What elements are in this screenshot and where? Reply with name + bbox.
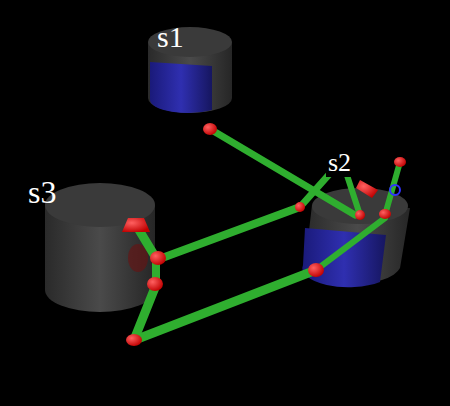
label-anchor: s1 bbox=[155, 22, 186, 52]
cylinder-s3 bbox=[45, 183, 155, 312]
linkage-rods bbox=[134, 129, 400, 340]
part-label: s2 bbox=[326, 148, 353, 177]
label-anchor: s3 bbox=[26, 176, 58, 208]
joints bbox=[122, 123, 406, 346]
part-label: s3 bbox=[26, 174, 58, 210]
label-anchor: s2 bbox=[326, 150, 353, 176]
part-label: s1 bbox=[155, 20, 186, 53]
